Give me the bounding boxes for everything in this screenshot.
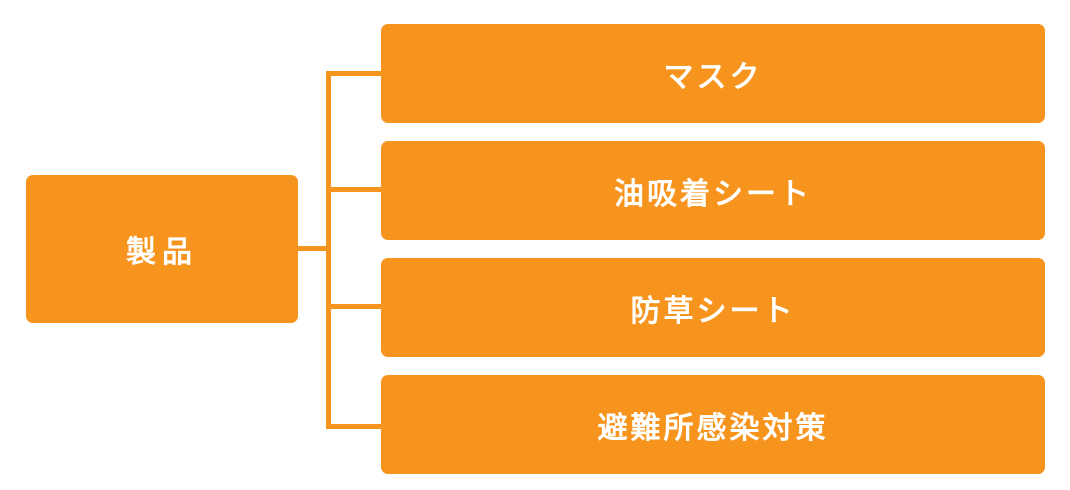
child-node-weed-control-sheet: 防草シート xyxy=(381,258,1045,357)
child-node-oil-absorbent-sheet: 油吸着シート xyxy=(381,141,1045,240)
child-node-label: 防草シート xyxy=(630,293,796,329)
branch-connector-4 xyxy=(326,424,382,429)
child-node-label: マスク xyxy=(663,59,763,95)
root-connector xyxy=(298,246,330,251)
root-node-label: 製品 xyxy=(126,235,198,270)
child-node-mask: マスク xyxy=(381,24,1045,123)
trunk-connector xyxy=(326,71,331,429)
child-node-label: 避難所感染対策 xyxy=(597,410,829,446)
branch-connector-3 xyxy=(326,304,382,309)
root-node: 製品 xyxy=(26,175,298,323)
child-node-label: 油吸着シート xyxy=(614,176,812,212)
branch-connector-1 xyxy=(326,71,382,76)
branch-connector-2 xyxy=(326,187,382,192)
child-node-shelter-infection-control: 避難所感染対策 xyxy=(381,375,1045,474)
